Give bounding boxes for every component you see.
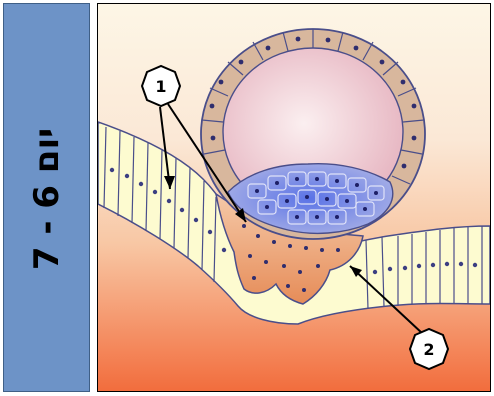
marker-1-label: 1: [155, 77, 166, 96]
marker-2: 2: [410, 329, 448, 369]
marker-2-label: 2: [423, 340, 434, 359]
sidebar-label-wrap: יום 6 - 7: [4, 4, 91, 393]
day-label: יום 6 - 7: [28, 127, 68, 269]
marker-1: 1: [142, 66, 180, 106]
diagram-svg: 1 2: [98, 4, 490, 391]
day-sidebar: יום 6 - 7: [3, 3, 90, 392]
implantation-diagram: 1 2: [97, 3, 491, 392]
